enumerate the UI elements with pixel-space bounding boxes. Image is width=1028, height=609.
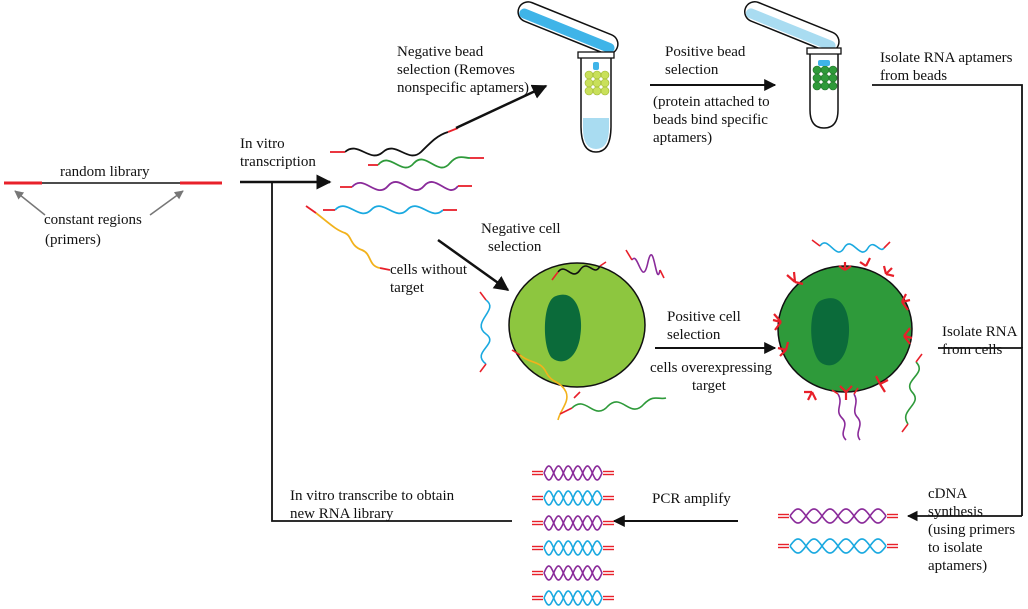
cell-overexpressing-target xyxy=(777,265,913,393)
protein-attached-label-2: beads bind specific xyxy=(653,112,768,128)
pcr-amplify-label: PCR amplify xyxy=(652,491,731,507)
negative-bead-tube xyxy=(517,1,619,153)
cdna-label-5: aptamers) xyxy=(928,558,987,574)
positive-cell-label-2: selection xyxy=(667,327,721,343)
cdna-label-2: synthesis xyxy=(928,504,983,520)
isolate-rna-cells-label-1: Isolate RNA xyxy=(942,324,1018,340)
cell-without-target xyxy=(508,262,646,388)
bound-aptamers xyxy=(811,239,891,441)
cdna-label-1: cDNA xyxy=(928,486,967,502)
cycle-loop-line xyxy=(271,84,1023,522)
cells-overexpressing-label-1: cells overexpressing xyxy=(650,360,773,376)
cdna-label-4: to isolate xyxy=(928,540,983,556)
pouring-tube-1 xyxy=(517,1,619,55)
pcr-helix-cyan xyxy=(532,590,614,606)
in-vitro-transcribe-label-2: new RNA library xyxy=(290,506,394,522)
in-vitro-label: In vitro xyxy=(240,136,285,152)
cdna-helix-purple xyxy=(778,508,898,524)
pcr-helix-purple xyxy=(532,565,614,581)
pcr-helix-cyan xyxy=(532,490,614,506)
negative-bead-label-2: selection (Removes xyxy=(397,62,515,78)
isolated-rna-strand xyxy=(901,353,923,433)
protein-attached-label-1: (protein attached to xyxy=(653,94,770,110)
random-library-label: random library xyxy=(60,164,150,180)
cells-without-target-label-1: cells without xyxy=(390,262,468,278)
negative-bead-arrow xyxy=(455,84,548,130)
pcr-helices xyxy=(532,465,614,606)
constant-regions-label: constant regions xyxy=(44,212,142,228)
cdna-helices xyxy=(778,508,898,554)
non-binding-aptamers xyxy=(479,249,667,421)
pcr-helix-purple xyxy=(532,515,614,531)
transcription-label: transcription xyxy=(240,154,316,170)
receptor-proteins xyxy=(772,257,913,401)
negative-cell-label-2: selection xyxy=(488,239,542,255)
pcr-helix-purple xyxy=(532,465,614,481)
cdna-label-3: (using primers xyxy=(928,522,1015,538)
pcr-helix-cyan xyxy=(532,540,614,556)
negative-cell-label-1: Negative cell xyxy=(481,221,561,237)
negative-bead-label-3: nonspecific aptamers) xyxy=(397,80,529,96)
negative-bead-label-1: Negative bead xyxy=(397,44,484,60)
isolate-rna-aptamers-label-1: Isolate RNA aptamers xyxy=(880,50,1013,66)
positive-cell-label-1: Positive cell xyxy=(667,309,741,325)
isolate-rna-cells-label-2: from cells xyxy=(942,342,1003,358)
cells-without-target-label-2: target xyxy=(390,280,425,296)
cdna-helix-cyan xyxy=(778,538,898,554)
positive-bead-label-1: Positive bead xyxy=(665,44,746,60)
positive-bead-label-2: selection xyxy=(665,62,719,78)
constant-region-arrows xyxy=(14,190,184,216)
positive-bead-tube xyxy=(744,1,842,129)
negative-cell-arrow xyxy=(437,238,510,292)
rna-pool xyxy=(305,127,484,271)
protein-attached-label-3: aptamers) xyxy=(653,130,712,146)
cells-overexpressing-label-2: target xyxy=(692,378,727,394)
in-vitro-transcribe-label-1: In vitro transcribe to obtain xyxy=(290,488,455,504)
constant-regions-primers-label: (primers) xyxy=(45,232,101,248)
pouring-tube-2 xyxy=(744,1,840,53)
isolate-rna-aptamers-label-2: from beads xyxy=(880,68,947,84)
